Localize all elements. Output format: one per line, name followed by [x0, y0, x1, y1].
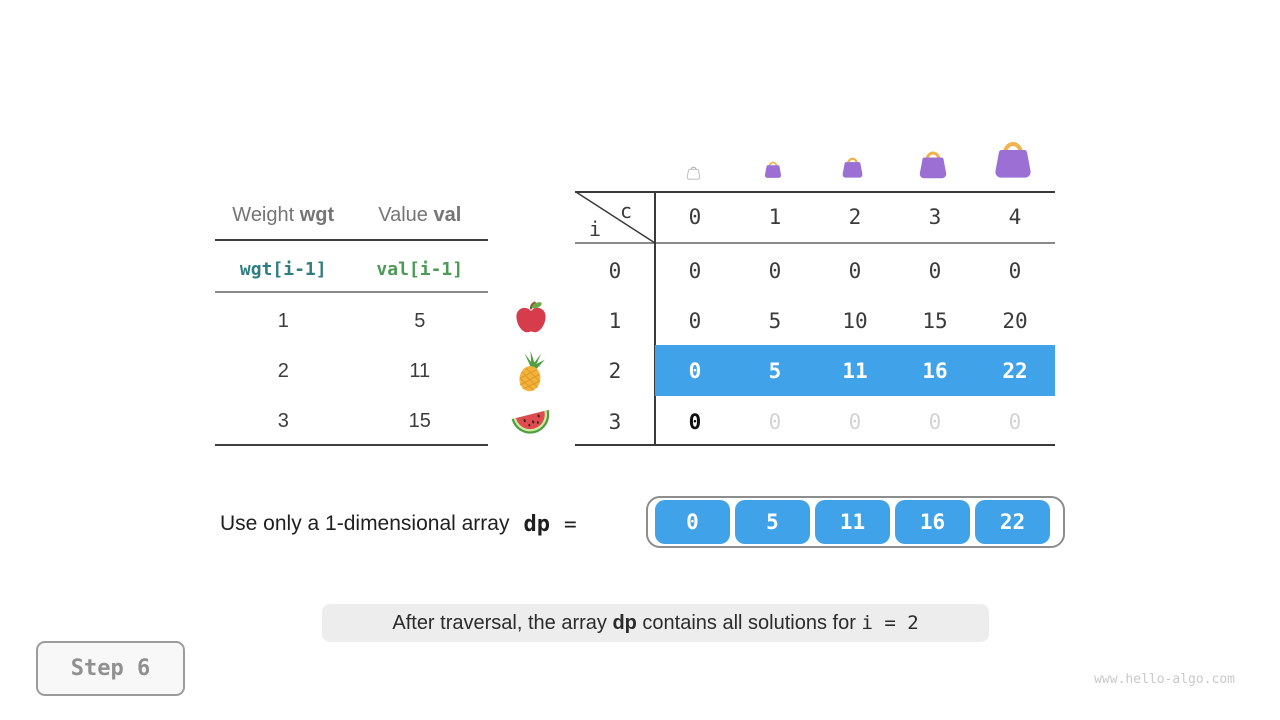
bag-icon-medium — [842, 157, 863, 178]
item-value: 5 — [414, 309, 426, 332]
bag-icon-xlarge — [995, 142, 1031, 178]
dp-col-header: 1 — [768, 205, 782, 229]
item-weight: 2 — [277, 359, 289, 382]
dp-array-cell: 0 — [655, 500, 730, 544]
dp-cell: 5 — [768, 358, 782, 383]
dp-cell: 10 — [842, 308, 868, 333]
dp-array-container: 0 5 11 16 22 — [646, 496, 1065, 548]
dp-cell-pending: 0 — [768, 409, 782, 434]
item-value: 15 — [408, 409, 431, 432]
dp-row-header: 0 — [608, 258, 622, 283]
pineapple-icon — [519, 350, 545, 392]
dp-row-header: 3 — [608, 409, 622, 434]
dp-cell: 0 — [688, 258, 702, 283]
dp-var: dp — [523, 511, 550, 537]
dp-table-diagonal-rule — [575, 191, 656, 244]
wgt-index-label: wgt[i-1] — [239, 258, 327, 280]
items-table-top-rule — [215, 239, 488, 241]
dp-array-cell: 11 — [815, 500, 890, 544]
dp-cell-current: 0 — [688, 409, 702, 434]
dp-col-header: 4 — [1008, 205, 1022, 229]
dp-cell: 5 — [768, 308, 782, 333]
val-index-label: val[i-1] — [376, 258, 464, 280]
dp-cell: 11 — [842, 358, 868, 383]
dp-cell-pending: 0 — [848, 409, 862, 434]
corner-row-var: i — [589, 217, 602, 241]
dp-table-vertical-rule — [654, 191, 656, 446]
item-weight: 1 — [277, 309, 289, 332]
dp-row-2-highlighted: 0 5 11 16 22 — [655, 345, 1055, 396]
dp-row-header: 2 — [608, 358, 622, 383]
bag-icon-small — [764, 161, 782, 178]
step-badge: Step 6 — [36, 641, 185, 696]
watermelon-icon — [511, 409, 550, 434]
dp-array-cell: 22 — [975, 500, 1050, 544]
dp-cell: 0 — [768, 258, 782, 283]
empty-bag-icon — [686, 166, 701, 180]
items-table-row: 3 15 — [215, 406, 488, 436]
dp-row-3: 0 0 0 0 0 — [655, 396, 1055, 447]
corner-col-var: c — [620, 199, 633, 223]
dp-col-header: 2 — [848, 205, 862, 229]
items-table-row: 1 5 — [215, 306, 488, 336]
dp-array-cell: 16 — [895, 500, 970, 544]
dp-array-label: Use only a 1-dimensional array dp = — [220, 511, 577, 537]
dp-table-top-rule — [575, 191, 1055, 193]
dp-row-1: 0 5 10 15 20 — [655, 295, 1055, 346]
items-table-header: Weight wgt Value val — [215, 200, 488, 230]
dp-cell: 0 — [688, 358, 702, 383]
dp-table-header-rule — [575, 242, 1055, 244]
dp-col-header: 3 — [928, 205, 942, 229]
items-table-row: 2 11 — [215, 356, 488, 386]
watermark: www.hello-algo.com — [1094, 672, 1235, 687]
dp-cell-pending: 0 — [928, 409, 942, 434]
dp-col-header: 0 — [688, 205, 702, 229]
dp-cell: 22 — [1002, 358, 1028, 383]
dp-cell: 20 — [1002, 308, 1028, 333]
dp-cell: 0 — [1008, 258, 1022, 283]
dp-var: dp — [612, 611, 637, 634]
equals-sign: = — [563, 512, 577, 536]
value-column-header: Value val — [378, 203, 462, 226]
dp-cell-pending: 0 — [1008, 409, 1022, 434]
apple-icon — [516, 301, 546, 333]
item-weight: 3 — [277, 409, 289, 432]
dp-cell: 15 — [922, 308, 948, 333]
items-table-mid-rule — [215, 291, 488, 293]
items-table-subheader: wgt[i-1] val[i-1] — [215, 254, 488, 284]
item-value: 11 — [409, 359, 431, 382]
dp-cell: 0 — [928, 258, 942, 283]
caption-banner: After traversal, the array dp contains a… — [322, 604, 989, 642]
dp-row-header: 1 — [608, 308, 622, 333]
dp-col-headers: 0 1 2 3 4 — [655, 192, 1055, 242]
dp-row-0: 0 0 0 0 0 — [655, 245, 1055, 296]
dp-cell: 16 — [922, 358, 948, 383]
dp-table-bottom-rule — [575, 444, 1055, 446]
dp-cell: 0 — [848, 258, 862, 283]
bag-icon-large — [919, 151, 947, 179]
i-equals-2-code: i = 2 — [861, 612, 919, 634]
dp-cell: 0 — [688, 308, 702, 333]
dp-array-cell: 5 — [735, 500, 810, 544]
weight-column-header: Weight wgt — [232, 203, 335, 226]
items-table-bottom-rule — [215, 444, 488, 446]
